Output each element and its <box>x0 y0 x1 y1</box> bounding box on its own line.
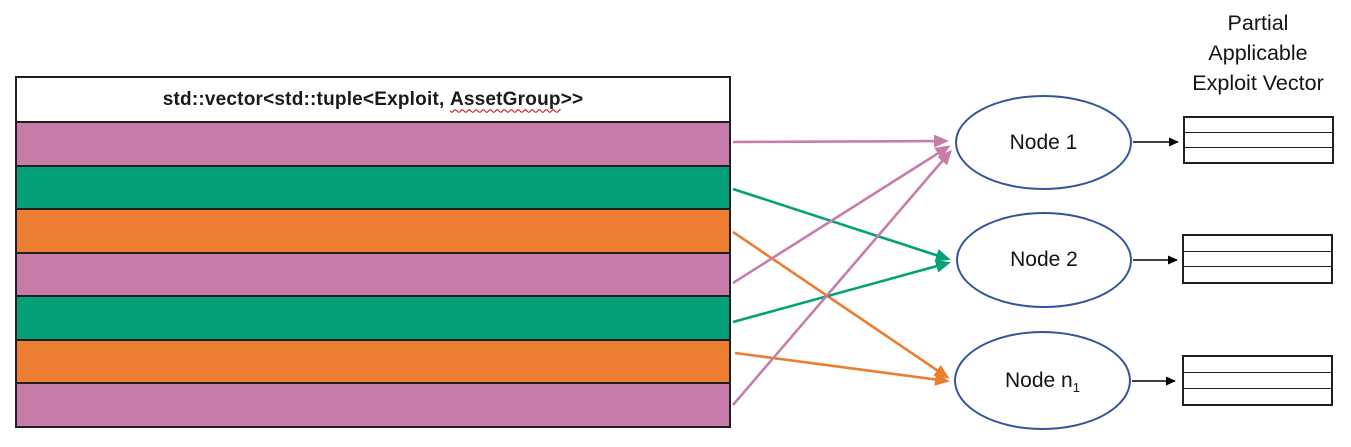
partial-vector-row <box>1185 133 1332 148</box>
vector-row-6 <box>17 340 729 385</box>
node-ellipse-2: Node 2 <box>956 212 1132 308</box>
partial-vector-table-2 <box>1182 234 1333 284</box>
vector-row-3 <box>17 210 729 254</box>
mapping-arrow-row3-node-n1 <box>732 230 950 379</box>
partial-exploit-vector-label: Partial Applicable Exploit Vector <box>1163 8 1351 98</box>
node-ellipse-n1: Node n1 <box>954 331 1131 430</box>
partial-vector-table-n1 <box>1182 355 1333 406</box>
label-line-1: Partial <box>1227 11 1289 35</box>
partial-vector-row <box>1184 373 1331 389</box>
node-ellipse-1: Node 1 <box>955 95 1132 190</box>
partial-vector-table-1 <box>1183 116 1334 164</box>
vector-row-7 <box>17 384 729 427</box>
vector-row-4 <box>17 253 729 298</box>
node-label: Node 2 <box>1010 248 1078 271</box>
partial-vector-row <box>1184 236 1331 252</box>
vector-row-2 <box>17 166 729 211</box>
header-text-prefix: std::vector<std::tuple<Exploit, <box>162 88 450 110</box>
header-text-suffix: >> <box>560 88 584 110</box>
partial-vector-row <box>1184 252 1331 268</box>
mapping-arrow-row2-node2 <box>732 187 951 262</box>
header-text-assetgroup: AssetGroup <box>449 88 561 110</box>
partial-vector-row <box>1184 267 1331 282</box>
mapping-arrow-row1-node1 <box>732 134 949 148</box>
node-label: Node 1 <box>1009 130 1078 154</box>
exploit-tuple-vector-table: std::vector<std::tuple<Exploit, AssetGro… <box>15 76 731 428</box>
vector-row-5 <box>17 297 729 341</box>
mapping-arrow-row6-node-n1 <box>734 351 950 386</box>
partial-vector-row <box>1185 118 1332 133</box>
mapping-arrow-row5-node2 <box>732 259 951 324</box>
vector-row-1 <box>17 123 729 167</box>
node-label: Node n1 <box>1005 368 1080 395</box>
label-line-3: Exploit Vector <box>1192 71 1324 95</box>
partial-vector-row <box>1185 148 1332 162</box>
partial-vector-row <box>1184 389 1331 404</box>
label-line-2: Applicable <box>1208 41 1308 65</box>
mapping-arrow-row4-node1 <box>732 145 951 285</box>
partial-vector-row <box>1184 357 1331 373</box>
mapping-arrow-row7-node1 <box>732 149 952 406</box>
vector-table-header: std::vector<std::tuple<Exploit, AssetGro… <box>17 78 729 123</box>
